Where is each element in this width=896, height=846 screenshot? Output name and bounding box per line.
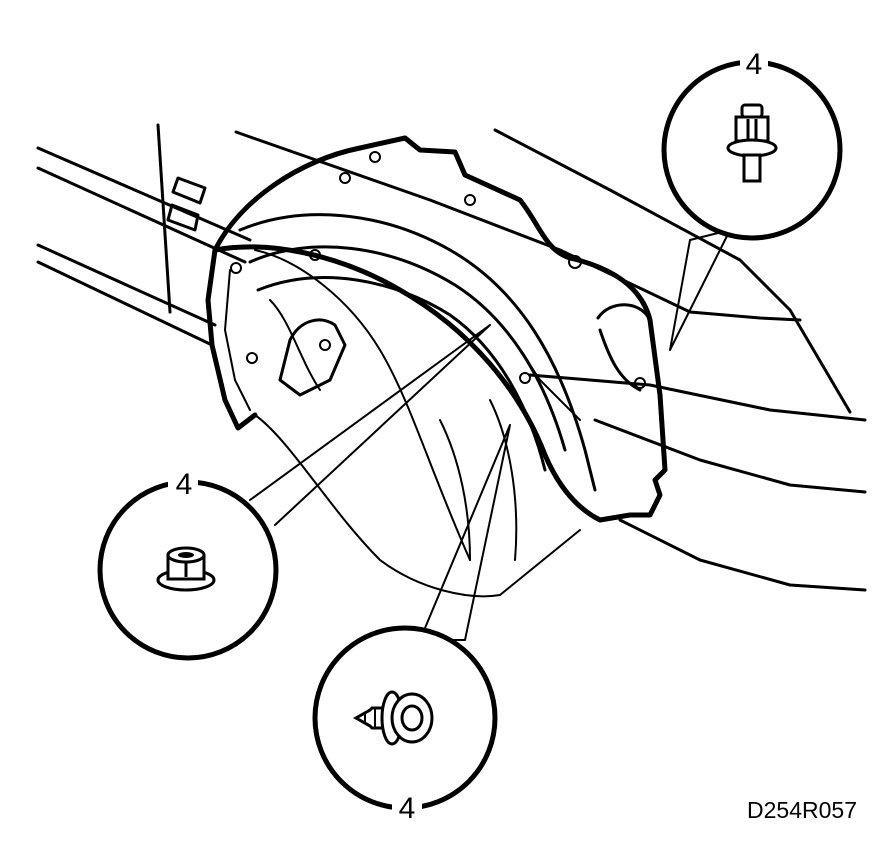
vehicle-body-lines	[36, 123, 867, 592]
callout-stud-bolt: 4	[661, 48, 843, 241]
push-clip-icon	[352, 690, 434, 746]
leader-lines	[249, 229, 731, 641]
callout-flange-nut: 4	[97, 468, 279, 661]
callout-label: 4	[176, 468, 193, 501]
figure-code: D254R057	[747, 797, 857, 823]
flange-nut-icon	[156, 546, 216, 592]
callout-label: 4	[399, 792, 416, 825]
wheel-arch-liner	[205, 135, 668, 598]
callout-push-clip: 4	[312, 625, 498, 825]
callout-label: 4	[746, 48, 763, 81]
stud-bolt-icon	[726, 103, 778, 183]
